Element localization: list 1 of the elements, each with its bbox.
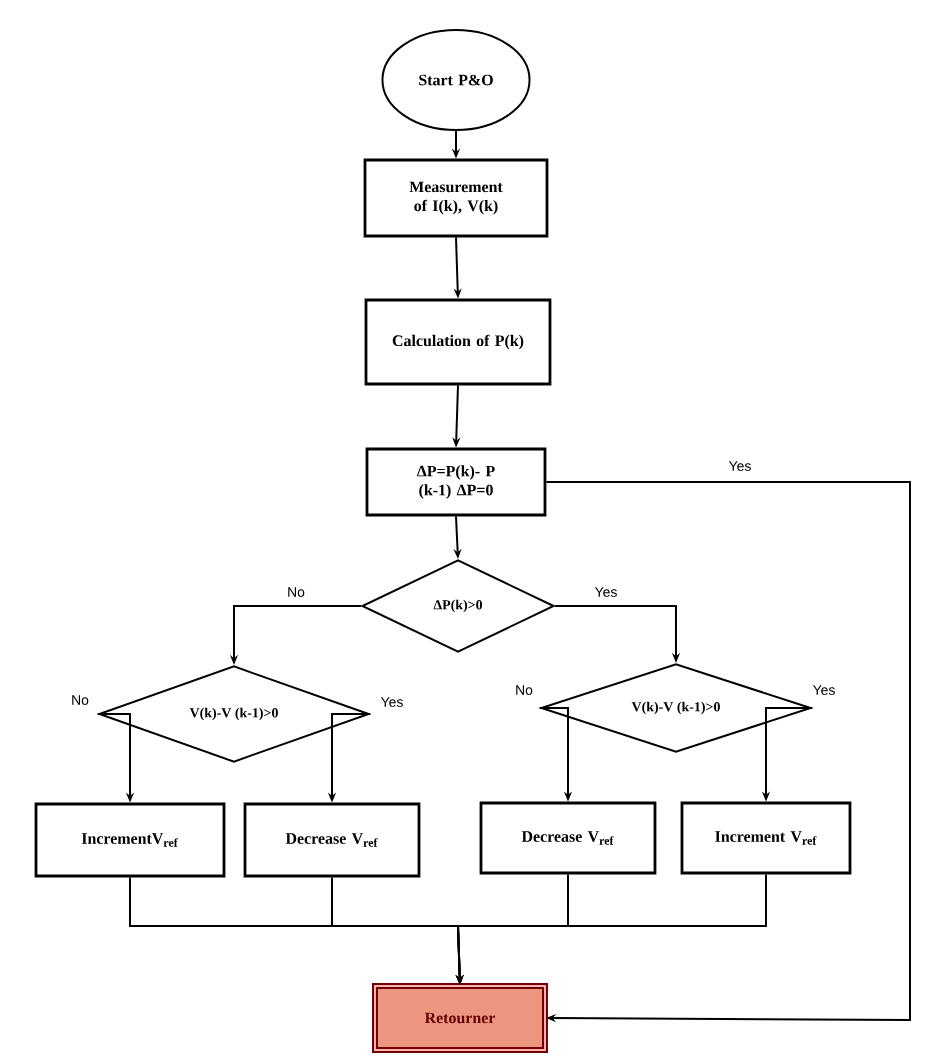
arrow bbox=[545, 481, 911, 1023]
